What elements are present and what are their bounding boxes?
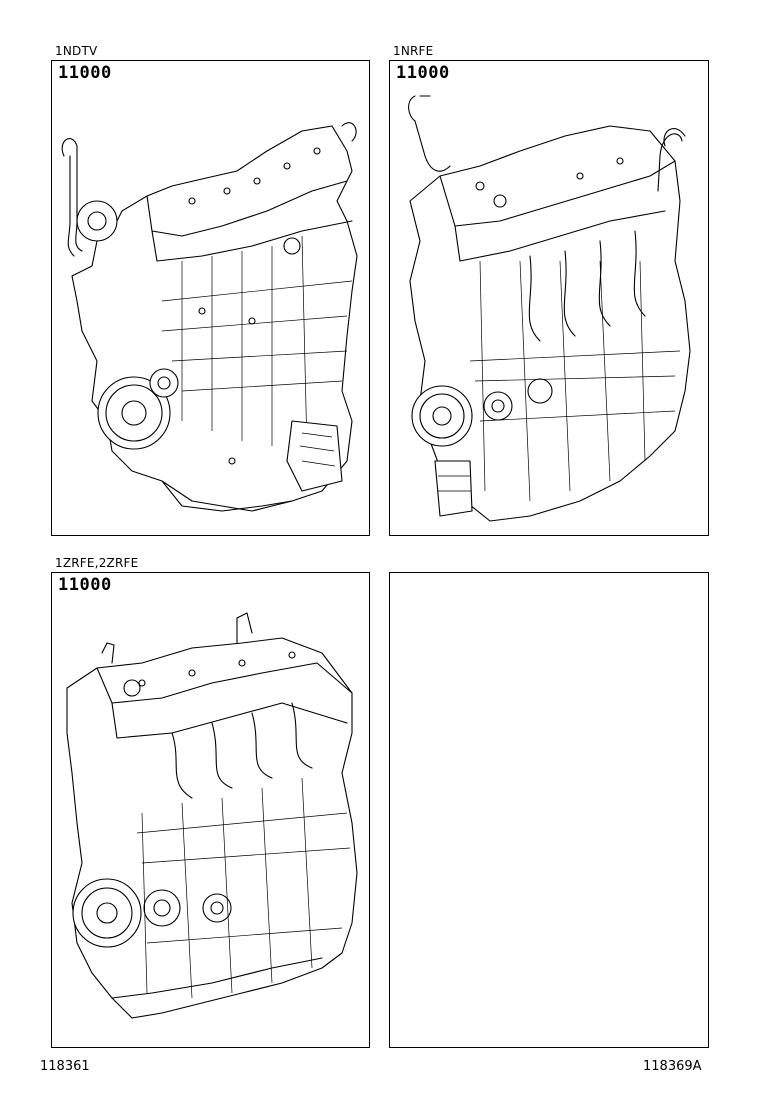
- empty-panel: [389, 572, 709, 1048]
- illustration-code-right: 118369A: [643, 1059, 702, 1074]
- part-number-label[interactable]: 11000: [58, 575, 112, 595]
- engine-panel: 11000: [389, 60, 709, 536]
- engine-panel: 11000: [51, 572, 370, 1048]
- part-number-label[interactable]: 11000: [58, 63, 112, 83]
- diesel-engine-assembly-icon[interactable]: [52, 61, 369, 535]
- engine-code-label: 1ZRFE,2ZRFE: [55, 556, 139, 570]
- part-number-label[interactable]: 11000: [396, 63, 450, 83]
- illustration-code-left: 118361: [40, 1059, 90, 1074]
- engine-code-label: 1NDTV: [55, 44, 98, 58]
- inline-four-engine-assembly-icon[interactable]: [52, 573, 369, 1047]
- engine-panel: 11000: [51, 60, 370, 536]
- engine-code-label: 1NRFE: [393, 44, 434, 58]
- gasoline-engine-assembly-icon[interactable]: [390, 61, 708, 535]
